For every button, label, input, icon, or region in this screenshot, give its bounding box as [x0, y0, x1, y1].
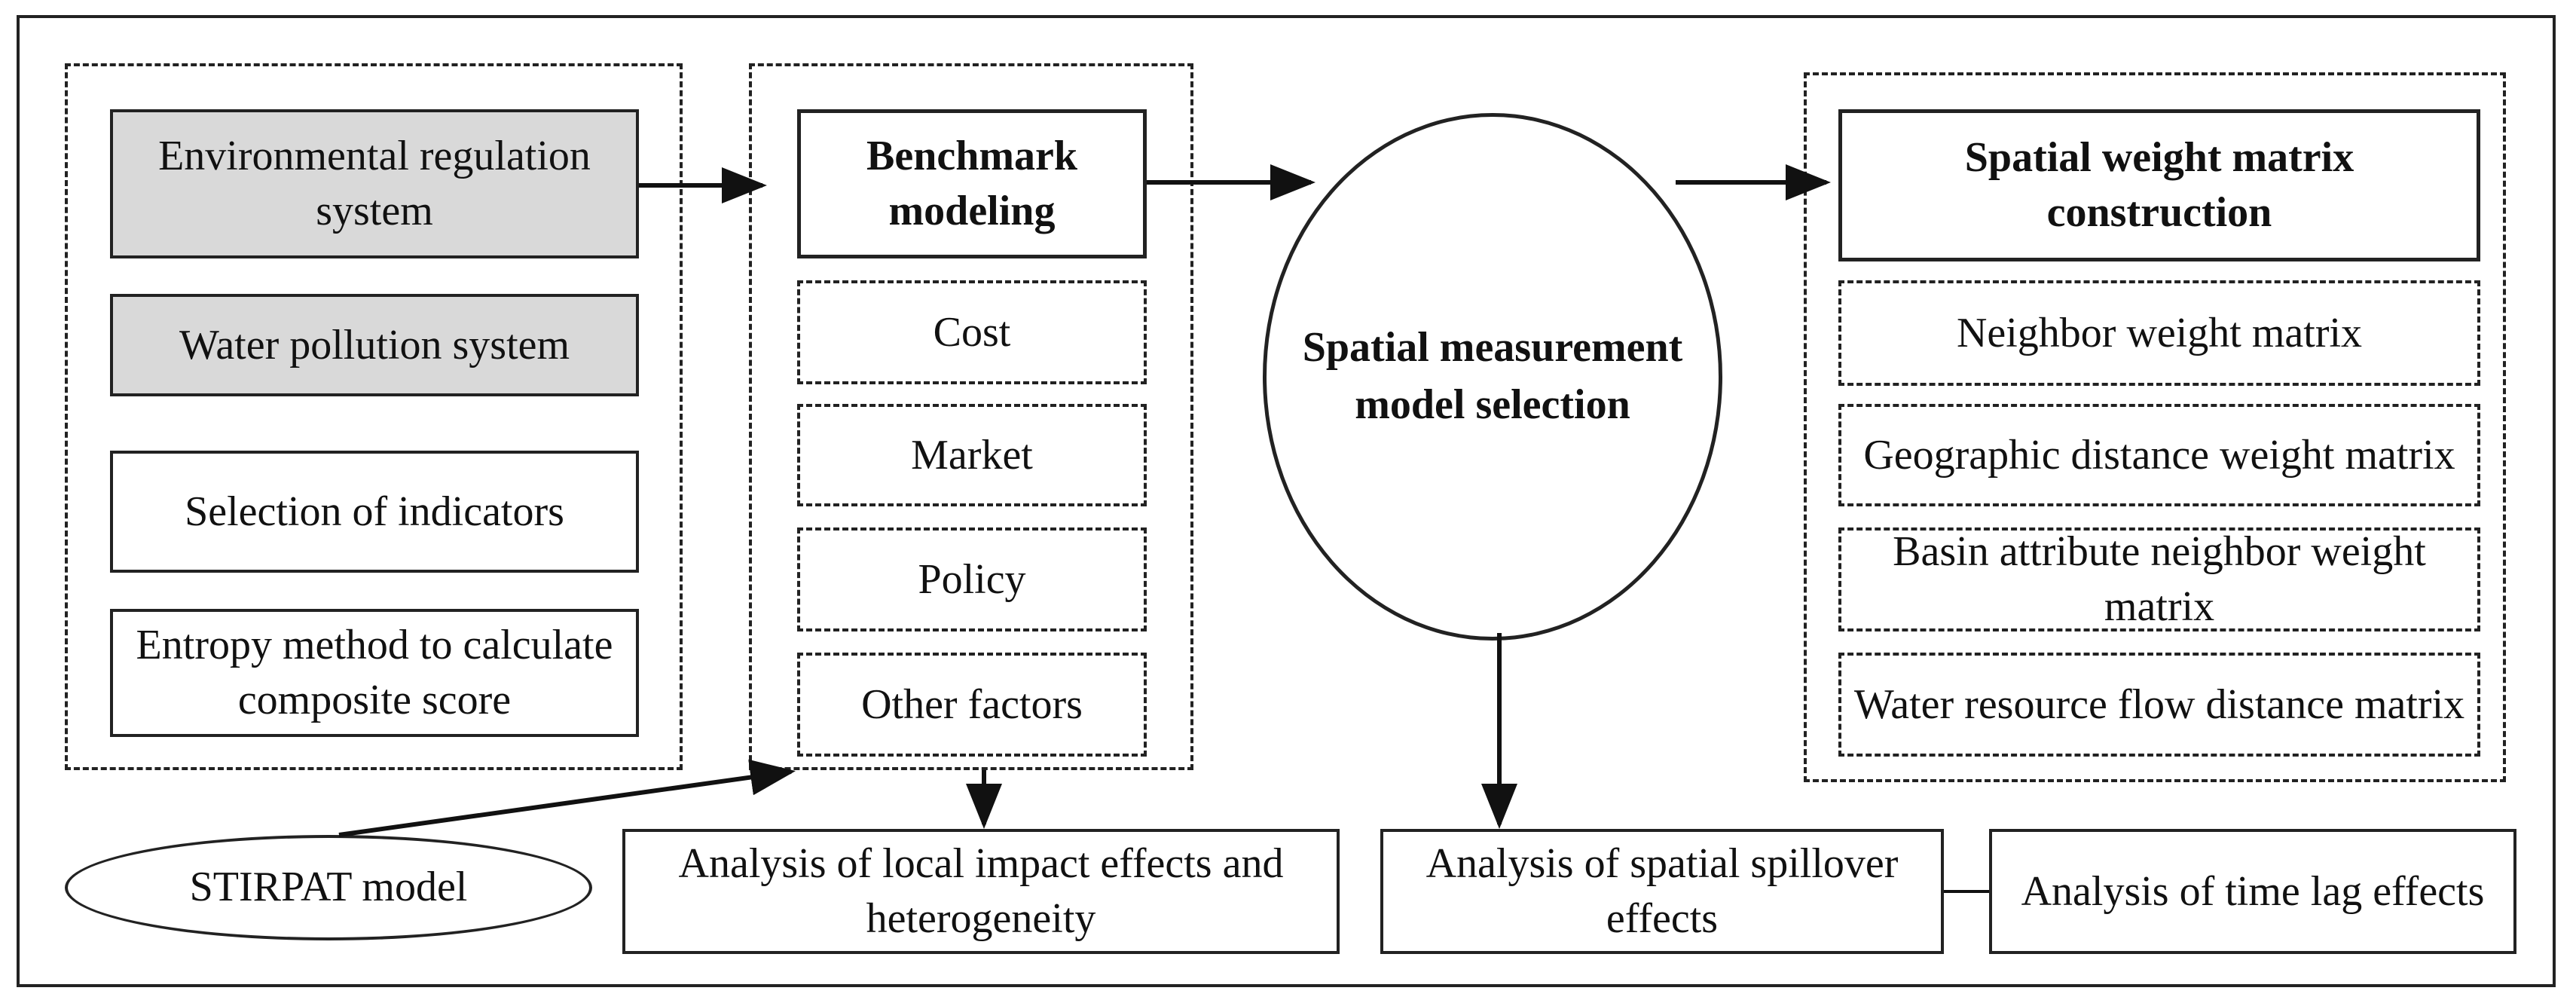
spillover-analysis-box: Analysis of spatial spillover effects	[1380, 829, 1944, 954]
water-pollution-box: Water pollution system	[110, 294, 639, 396]
input-systems-group	[65, 63, 683, 770]
local-impact-analysis-box: Analysis of local impact effects and het…	[622, 829, 1340, 954]
geographic-distance-matrix-box: Geographic distance weight matrix	[1838, 404, 2480, 506]
benchmark-modeling-box: Benchmark modeling	[797, 109, 1147, 258]
arrow-stirpat-to-benchmark	[338, 759, 796, 837]
neighbor-matrix-box: Neighbor weight matrix	[1838, 280, 2480, 386]
benchmark-group	[749, 63, 1193, 770]
weight-matrix-group	[1804, 72, 2506, 782]
time-lag-analysis-box: Analysis of time lag effects	[1989, 829, 2516, 954]
basin-attribute-matrix-box: Basin attribute neighbor weight matrix	[1838, 527, 2480, 631]
indicator-selection-box: Selection of indicators	[110, 451, 639, 573]
weight-matrix-construction-box: Spatial weight matrix construction	[1838, 109, 2480, 261]
environmental-regulation-box: Environmental regulation system	[110, 109, 639, 258]
factor-market-box: Market	[797, 404, 1147, 506]
factor-cost-box: Cost	[797, 280, 1147, 384]
stirpat-model-ellipse: STIRPAT model	[65, 835, 592, 940]
water-flow-matrix-box: Water resource flow distance matrix	[1838, 653, 2480, 757]
diagram-frame	[17, 15, 2556, 987]
model-selection-ellipse: Spatial measurement model selection	[1263, 113, 1722, 641]
factor-policy-box: Policy	[797, 527, 1147, 631]
entropy-method-box: Entropy method to calculate composite sc…	[110, 609, 639, 737]
factor-other-box: Other factors	[797, 653, 1147, 757]
